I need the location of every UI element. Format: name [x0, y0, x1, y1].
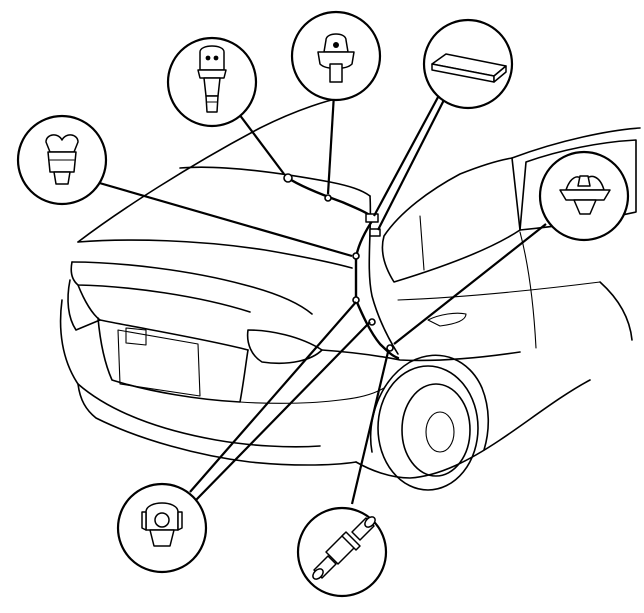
side-glass-divider: [419, 215, 425, 271]
leader-lines: [95, 85, 547, 505]
clip-point-base: [386, 344, 394, 352]
rear-bumper: [59, 299, 321, 448]
leader-cushion-1: [373, 85, 445, 217]
license-recess: [97, 317, 249, 403]
body-front: [599, 281, 633, 341]
callout-hose-clamp: [116, 482, 208, 574]
roof-outline: [77, 97, 341, 243]
callout-cushion-pad: [422, 18, 514, 110]
callout-push-clip: [538, 150, 630, 242]
leader-cushion-2: [377, 91, 449, 231]
leader-clamp-clip: [95, 180, 353, 258]
side-lower: [321, 349, 521, 362]
side-glass: [381, 157, 521, 283]
push-clip-icon: [559, 175, 611, 215]
clip-point-pillar: [352, 252, 360, 260]
spoiler-lip: [70, 261, 251, 313]
spoiler: [71, 261, 313, 315]
trunk-lid-line: [77, 239, 353, 269]
rear-hub: [425, 411, 455, 453]
license-plate: [117, 329, 201, 397]
callout-hose-clip: [290, 10, 382, 102]
door-handle: [427, 312, 467, 327]
door-frame: [511, 127, 641, 159]
clip-point-roof: [324, 194, 332, 202]
washer-nozzle-icon: [197, 45, 227, 113]
leader-hose-clamp-2: [195, 321, 371, 501]
tail-light-right: [246, 329, 323, 365]
callout-joint-connector: [296, 506, 388, 598]
rear-deck: [77, 284, 249, 351]
emblem: [125, 327, 147, 346]
callout-washer-nozzle: [166, 36, 258, 128]
washer-hose-route: [283, 173, 400, 360]
leader-washer-nozzle: [235, 109, 285, 175]
rear-rim: [401, 383, 471, 477]
bumper-lower: [77, 383, 357, 466]
leader-hose-clamp-1: [189, 301, 357, 493]
bumper-line: [239, 387, 385, 404]
hose-clip-icon: [317, 33, 355, 83]
hose-clamp-icon: [141, 502, 183, 547]
cushion-on-hose: [365, 213, 379, 223]
leader-push-clip: [393, 223, 547, 345]
callout-clamp-clip: [16, 114, 108, 206]
rear-tire: [377, 365, 479, 491]
cushion-pad-icon: [431, 53, 507, 83]
cushion-on-hose-2: [369, 228, 381, 237]
wheel-arch: [369, 354, 490, 453]
hose-pillar-section: [354, 216, 400, 360]
clamp-clip-icon: [45, 134, 79, 185]
shoulder-line: [397, 281, 601, 301]
nozzle-point: [283, 173, 293, 183]
car-illustration: [59, 97, 641, 491]
joint-connector-icon: [312, 516, 376, 580]
side-sill: [355, 379, 591, 479]
leader-hose-clip: [326, 93, 336, 195]
hose-roof-section: [286, 176, 376, 220]
rear-window-top: [179, 166, 371, 197]
tail-light-left: [67, 279, 101, 331]
leader-joint: [350, 351, 390, 505]
